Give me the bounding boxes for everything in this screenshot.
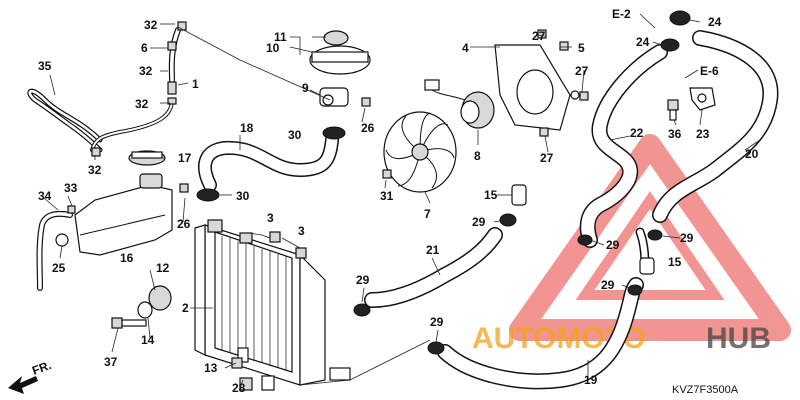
callout-30a: 30 <box>288 128 302 142</box>
callout-13: 13 <box>204 361 218 375</box>
callout-21: 21 <box>426 243 440 257</box>
watermark-inner-triangle <box>575 191 725 300</box>
callout-33: 33 <box>64 181 78 195</box>
callout-7: 7 <box>424 207 431 221</box>
watermark-suffix: HUB <box>706 322 771 355</box>
hose-35-inner <box>28 89 102 152</box>
callout-19: 19 <box>584 373 598 387</box>
callout-30b: 30 <box>236 189 250 203</box>
callout-37: 37 <box>104 355 118 369</box>
callout-9: 9 <box>302 81 309 95</box>
callout-22: 22 <box>630 126 644 140</box>
joint-15 <box>511 184 655 275</box>
fan-shroud <box>494 44 580 131</box>
callout-1: 1 <box>192 77 199 91</box>
callout-8: 8 <box>474 149 481 163</box>
callout-6: 6 <box>141 41 148 55</box>
callout-27c: 27 <box>540 151 554 165</box>
reservoir-cap <box>128 150 166 166</box>
callout-2: 2 <box>182 301 189 315</box>
front-direction-label: FR. <box>30 358 53 378</box>
radiator-cap <box>309 30 371 75</box>
bolt-36 <box>667 99 679 121</box>
callout-15a: 15 <box>484 188 498 202</box>
callout-10: 10 <box>266 41 280 55</box>
callout-3b: 3 <box>298 224 305 238</box>
ref-e2-leader <box>639 13 656 29</box>
clamp-30 <box>196 126 346 202</box>
filler-neck <box>319 87 349 107</box>
cooling-fan <box>383 111 457 193</box>
callout-32b: 32 <box>139 64 153 78</box>
mount-rubber-12 <box>137 285 172 319</box>
callout-3a: 3 <box>267 211 274 225</box>
callout-24b: 24 <box>636 35 650 49</box>
callout-29f: 29 <box>430 315 444 329</box>
small-fasteners <box>67 21 589 391</box>
ref-e6: E-6 <box>700 64 719 78</box>
callout-29e: 29 <box>601 278 615 292</box>
clamps-29 <box>353 213 663 355</box>
callouts: 1 2 3 3 4 5 6 7 8 9 10 11 12 13 14 15 15… <box>38 15 759 395</box>
callout-27a: 27 <box>532 29 546 43</box>
callout-27b: 27 <box>575 64 589 78</box>
diagram-code: KVZ7F3500A <box>672 384 739 396</box>
callout-25: 25 <box>52 261 66 275</box>
callout-5: 5 <box>578 41 585 55</box>
callout-36: 36 <box>668 127 682 141</box>
grommet-25 <box>55 233 69 247</box>
callout-26a: 26 <box>177 217 191 231</box>
callout-11: 11 <box>274 30 287 44</box>
hose-34 <box>36 210 73 291</box>
leader-lines <box>43 19 761 389</box>
callout-4: 4 <box>462 41 469 55</box>
callout-35: 35 <box>38 59 52 73</box>
callout-29b: 29 <box>472 215 486 229</box>
callout-12: 12 <box>156 261 170 275</box>
callout-29c: 29 <box>606 238 620 252</box>
callout-28: 28 <box>232 381 246 395</box>
callout-31: 31 <box>380 189 394 203</box>
front-direction-arrow: FR. <box>8 358 53 394</box>
fan-motor <box>424 79 495 129</box>
ref-e6-leader <box>684 69 699 79</box>
callout-15b: 15 <box>668 255 682 269</box>
ref-e2: E-2 <box>612 7 631 21</box>
callout-20: 20 <box>745 147 759 161</box>
bracket-23 <box>689 87 716 111</box>
callout-23: 23 <box>696 127 710 141</box>
callout-34: 34 <box>38 189 52 203</box>
callout-24a: 24 <box>708 15 722 29</box>
callout-26b: 26 <box>361 121 375 135</box>
callout-29d: 29 <box>680 231 694 245</box>
tube-siphon <box>90 98 174 152</box>
callout-29a: 29 <box>356 273 370 287</box>
joint-24-top <box>660 10 691 52</box>
callout-32d: 32 <box>88 163 102 177</box>
callout-18: 18 <box>240 121 254 135</box>
callout-14: 14 <box>141 333 155 347</box>
callout-32c: 32 <box>135 97 149 111</box>
reservoir-tank <box>55 173 173 256</box>
callout-16: 16 <box>120 251 134 265</box>
bolt-37 <box>111 317 147 329</box>
callout-32a: 32 <box>144 18 158 32</box>
callout-17: 17 <box>178 151 192 165</box>
radiator <box>194 219 351 391</box>
